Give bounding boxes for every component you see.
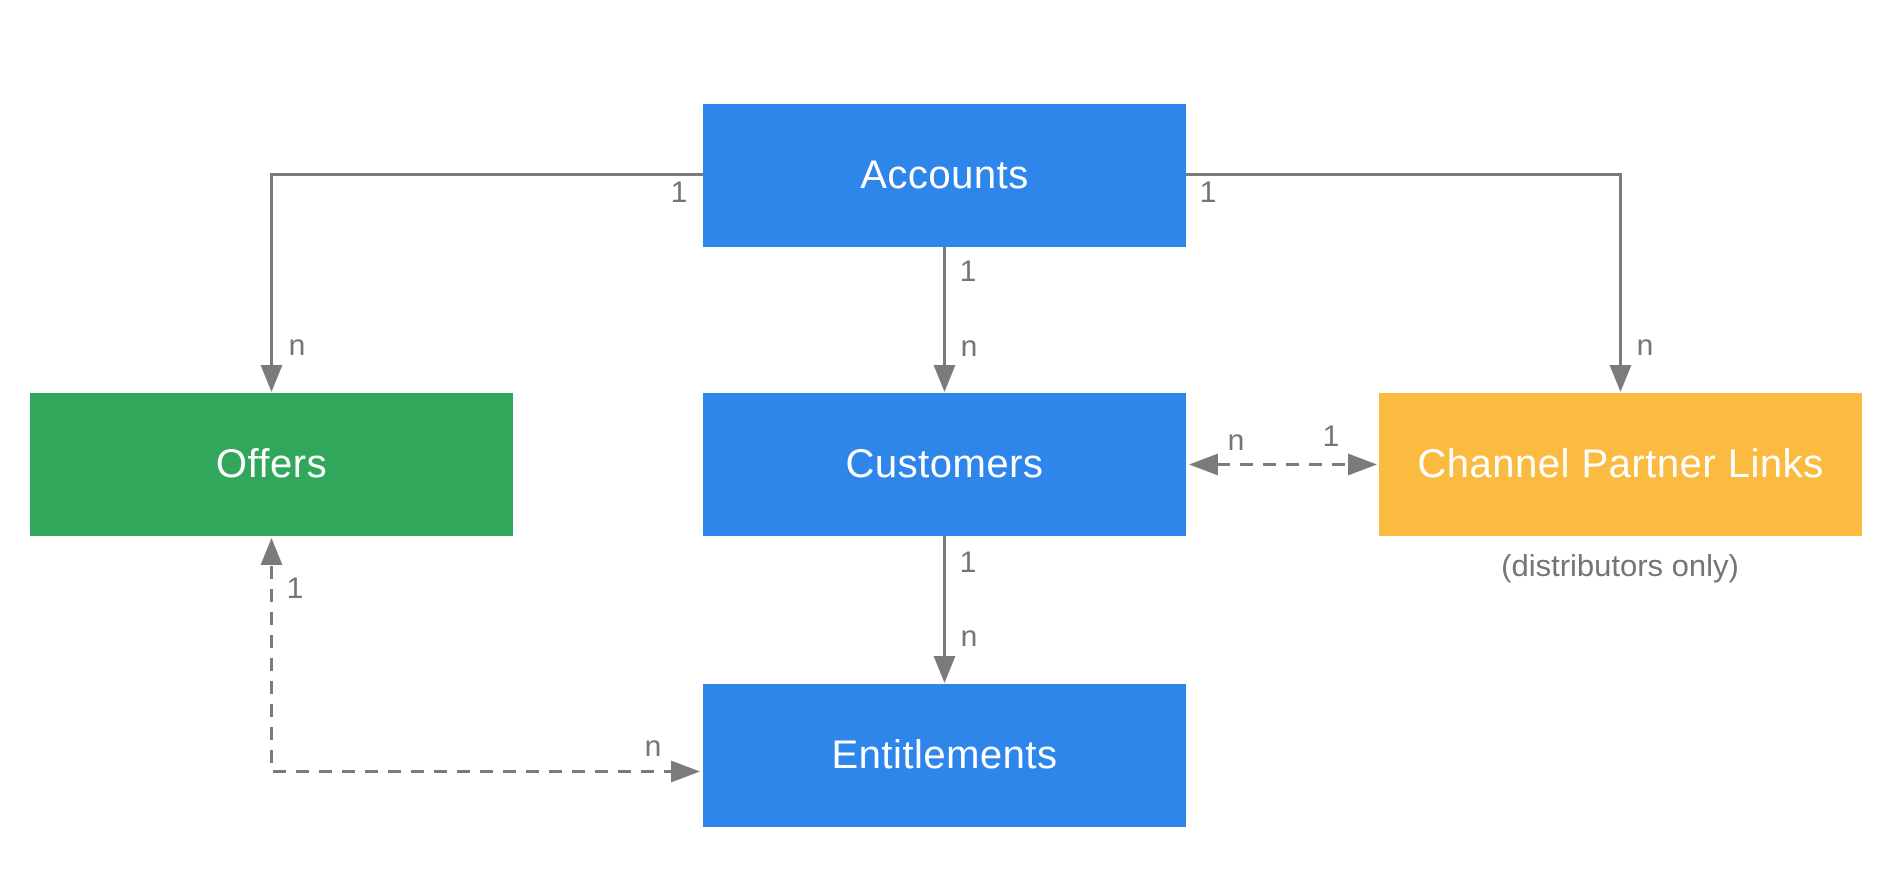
arrowhead-into-customers-right (1189, 453, 1218, 476)
node-customers-label: Customers (845, 442, 1044, 486)
node-channel-partner-links: Channel Partner Links (1379, 393, 1862, 536)
edge-offers-entitlements-line (270, 566, 671, 773)
edge-label-customers-entitlements-n: n (960, 620, 978, 653)
node-channel-partner-links-note: (distributors only) (1501, 548, 1739, 583)
arrowhead-into-customers-top (933, 365, 956, 392)
edge-accounts-cpl-line (1186, 173, 1622, 367)
arrowhead-into-offers-bottom (260, 538, 283, 565)
node-entitlements-label: Entitlements (831, 733, 1058, 777)
edge-accounts-offers-line (270, 173, 704, 367)
edge-label-offers-entitlements-n: n (644, 730, 662, 763)
arrowhead-into-cpl-top (1609, 365, 1632, 392)
edge-label-customers-entitlements-1: 1 (959, 546, 977, 579)
arrowhead-into-cpl-left (1348, 453, 1377, 476)
edge-label-accounts-cpl-1: 1 (1199, 176, 1217, 209)
node-offers: Offers (30, 393, 513, 536)
edge-label-accounts-customers-1: 1 (959, 255, 977, 288)
node-offers-label: Offers (215, 442, 328, 486)
edge-label-cpl-customers-1: 1 (1322, 420, 1340, 453)
node-channel-partner-links-label: Channel Partner Links (1417, 442, 1824, 486)
arrowhead-into-entitlements-left (671, 760, 700, 783)
edge-label-cpl-customers-n: n (1227, 424, 1245, 457)
edge-label-accounts-cpl-n: n (1636, 329, 1654, 362)
edge-label-accounts-customers-n: n (960, 330, 978, 363)
edge-label-accounts-offers-n: n (288, 329, 306, 362)
arrowhead-into-offers-top (260, 365, 283, 392)
arrowhead-into-entitlements-top (933, 656, 956, 683)
edge-label-offers-entitlements-1: 1 (286, 572, 304, 605)
edge-label-accounts-offers-1: 1 (670, 176, 688, 209)
node-customers: Customers (703, 393, 1186, 536)
node-entitlements: Entitlements (703, 684, 1186, 827)
node-accounts: Accounts (703, 104, 1186, 247)
node-accounts-label: Accounts (860, 153, 1029, 197)
